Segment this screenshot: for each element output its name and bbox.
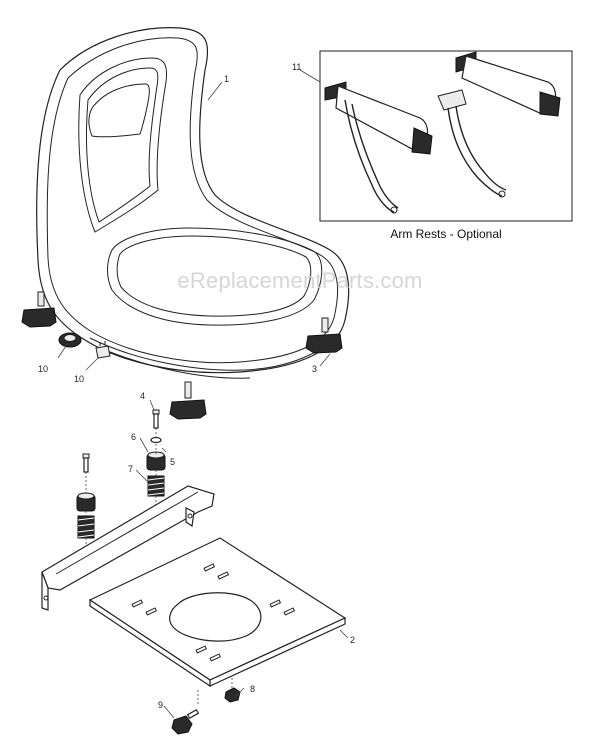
seat-knob-bottom[interactable]: [169, 381, 207, 420]
callout-1: 1: [224, 74, 229, 84]
seat-pan-slots: [131, 563, 296, 662]
inset-caption: Arm Rests - Optional: [390, 227, 501, 241]
callout-11: 11: [292, 62, 301, 72]
bushing-left[interactable]: [76, 492, 96, 512]
seat-assembly[interactable]: [36, 27, 350, 379]
callout-7: 7: [128, 464, 133, 474]
seat-switch[interactable]: [58, 332, 82, 348]
seat-switch-connector[interactable]: [95, 341, 111, 359]
callout-3: 3: [312, 364, 317, 374]
armrest-right[interactable]: [437, 51, 561, 198]
callout-4: 4: [140, 391, 145, 401]
callout-2: 2: [350, 635, 355, 645]
seat-knob-right[interactable]: [305, 317, 343, 354]
callout-8: 8: [250, 684, 255, 694]
bushing-part-6[interactable]: [146, 451, 166, 471]
inset-frame: [319, 50, 573, 222]
nut-part-8[interactable]: [224, 687, 241, 703]
callout-5: 5: [170, 457, 175, 467]
washer-part-5[interactable]: [150, 436, 162, 444]
seat-mount-bracket[interactable]: [41, 485, 215, 611]
bolt-part-4[interactable]: [152, 409, 160, 429]
callout-6: 6: [131, 432, 136, 442]
bolt-left[interactable]: [82, 453, 90, 473]
callout-9: 9: [158, 700, 163, 710]
callout-10-switch: 10: [38, 364, 48, 374]
seat-knob-left[interactable]: [21, 291, 57, 328]
seat-pan-plate[interactable]: [88, 537, 347, 688]
armrest-inset: Arm Rests - Optional: [319, 50, 573, 241]
spring-left[interactable]: [77, 515, 95, 539]
callout-10-connector: 10: [74, 374, 84, 384]
watermark: eReplacementParts.com: [177, 268, 422, 293]
spring-part-7[interactable]: [147, 475, 165, 497]
bolt-part-9[interactable]: [171, 708, 200, 735]
leader-lines: [57, 69, 349, 719]
armrest-left[interactable]: [324, 81, 433, 214]
